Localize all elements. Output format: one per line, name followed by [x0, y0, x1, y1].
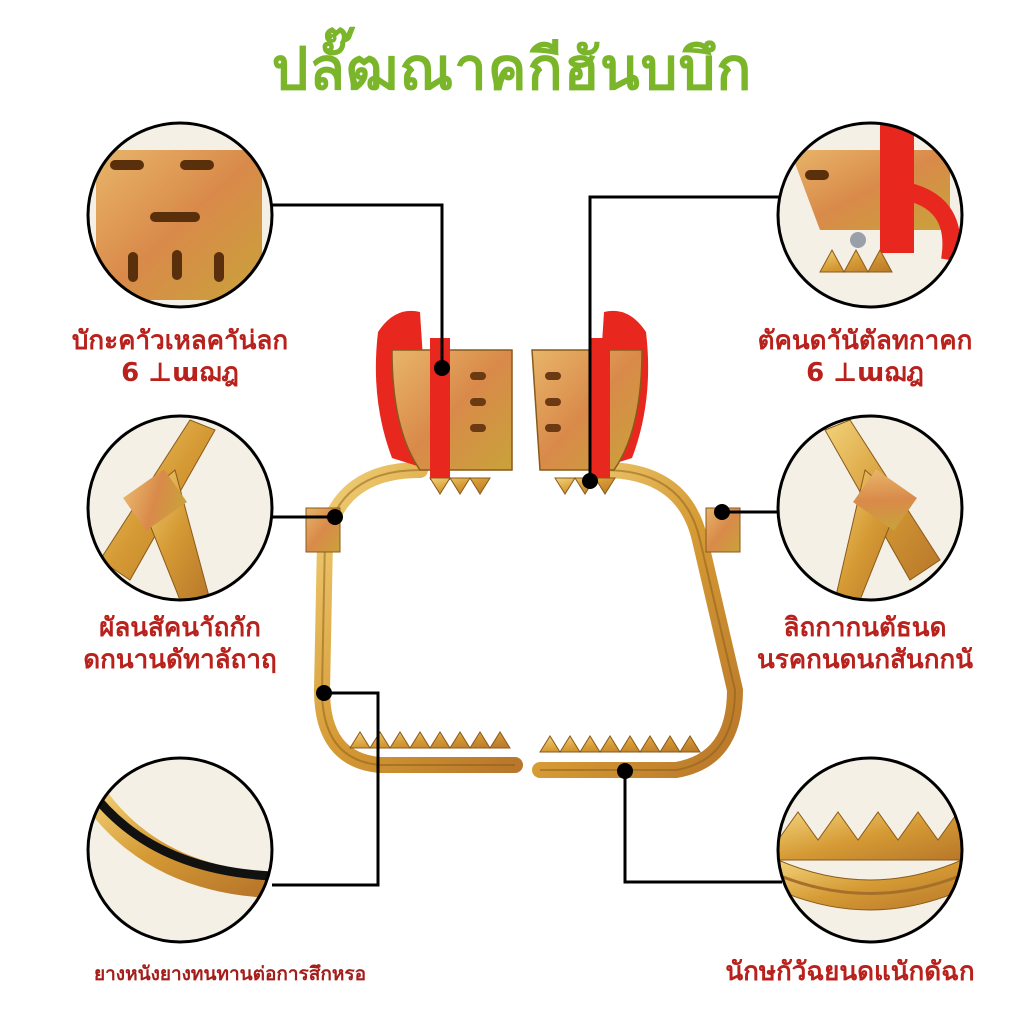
serrated-teeth-closeup-icon: [776, 756, 964, 944]
caption-bottom-right: นักษกัวัฉยนดแนักดัฉก: [690, 956, 1010, 988]
right-teeth: [539, 735, 701, 753]
caption-bottom-right-line1: นักษกัวัฉยนดแนักดัฉก: [725, 957, 975, 987]
caption-mid-left-line1: ผัลนสัคนาัถกัก: [99, 613, 261, 643]
caption-bottom-left-line1: ยางหนังยางทนทานต่อการสึกหรอ: [93, 963, 366, 985]
rubber-band-closeup-icon: [86, 756, 274, 944]
hinge-closeup-icon: [776, 414, 964, 602]
hinge-closeup-icon: [86, 414, 274, 602]
left-hoop: [313, 462, 523, 773]
leader-dots: [316, 360, 730, 779]
caption-mid-left-line2: ดกนานดัทาลัถาฤ: [83, 645, 277, 675]
caption-mid-right-line2: นรคกนดนกสันกกนั: [757, 645, 973, 675]
caption-top-left-line2: 6 ⊥ɯฌฎ: [121, 358, 239, 388]
pedal-closeup-icon: [86, 121, 274, 309]
leader-lines: [272, 195, 782, 887]
left-teeth: [349, 731, 511, 749]
right-pedal: [531, 310, 649, 495]
caption-top-left-line1: บักะคาัวเหลคาัน่ลก: [71, 326, 289, 356]
caption-mid-right: ลิถกากนตัธนด นรคกนดนกสันกกนั: [720, 612, 1010, 676]
caption-top-right-line1: ตัคนดาันัตัลทกาคก: [757, 326, 973, 356]
caption-mid-left: ผัลนสัคนาัถกัก ดกนานดัทาลัถาฤ: [40, 612, 320, 676]
caption-bottom-left: ยางหนังยางทนทานต่อการสึกหรอ: [20, 958, 440, 990]
caption-mid-right-line1: ลิถกากนตัธนด: [783, 613, 947, 643]
caption-top-left: บักะคาัวเหลคาัน่ลก 6 ⊥ɯฌฎ: [40, 325, 320, 389]
caption-top-right: ตัคนดาันัตัลทกาคก 6 ⊥ɯฌฎ: [720, 325, 1010, 389]
caption-top-right-line2: 6 ⊥ɯฌฎ: [806, 358, 924, 388]
strap-closeup-icon: [776, 121, 964, 309]
left-pedal: [375, 310, 513, 495]
climbing-spikes-product: [305, 310, 744, 778]
page-title: ปลั๊ฒณาคกีฮันบบึก: [271, 35, 753, 103]
